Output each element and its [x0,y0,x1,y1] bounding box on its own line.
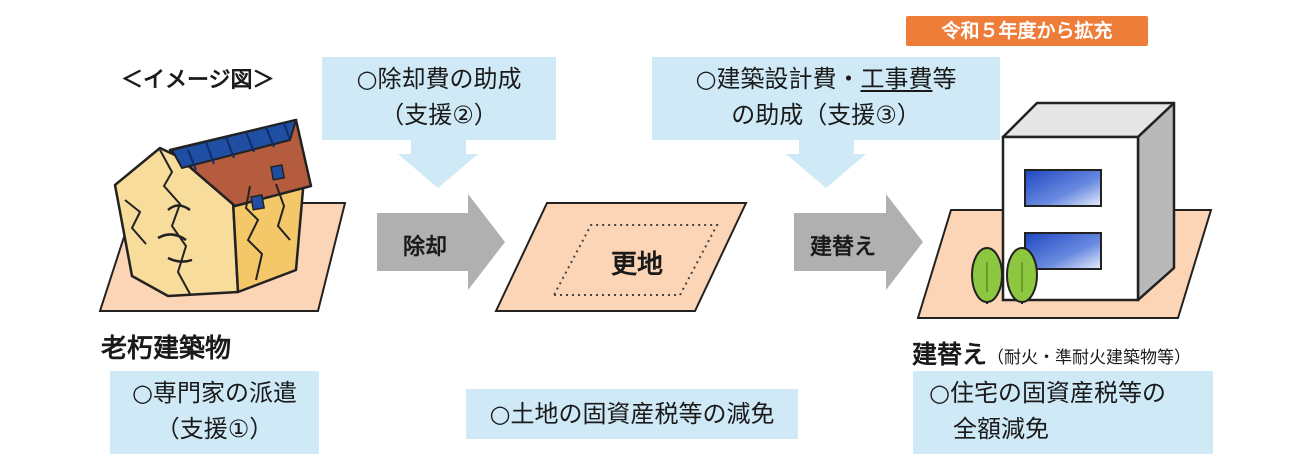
new-building-caption-main: 建替え [912,340,988,369]
new-building-caption-note: （耐火・準耐火建築物等） [987,348,1192,368]
demolition-arrow-shape [377,194,505,290]
vacant-lot-ground [494,202,748,312]
vacant-lot-label: 更地 [611,250,664,280]
expansion-badge: 令和５年度から拡充 [906,16,1148,46]
vacant-lot-boundary [552,224,719,296]
demolition-arrow-label: 除却 [403,235,448,260]
new-building-caption: 建替え（耐火・準耐火建築物等） [912,335,1191,371]
rebuild-arrow-label: 建替え [810,235,877,260]
expert-dispatch-box: ○専門家の派遣 （支援①） [110,371,319,454]
demolition-subsidy-down-arrow [398,140,478,188]
construction-cost-underlined: 工事費 [860,65,933,93]
rebuild-arrow-shape [794,194,923,290]
cracked-house-illustration [113,118,313,298]
expert-dispatch-line: （支援①） [155,415,274,443]
demolition-subsidy-line: ○除却費の助成 [356,65,522,93]
demolition-subsidy-line: （支援②） [380,101,498,129]
land-tax-reduction-box: ○土地の固資産税等の減免 [466,389,798,439]
rebuild-subsidy-line: の助成（支援③） [731,101,921,129]
rebuild-subsidy-text: ○建築設計費・ [695,65,861,93]
rebuild-subsidy-text: 等 [932,65,957,93]
housing-tax-exemption-box: ○住宅の固資産税等の 全額減免 [913,371,1213,454]
housing-tax-exemption-line: 全額減免 [953,415,1049,443]
demolition-subsidy-box: ○除却費の助成 （支援②） [322,57,556,140]
old-building-caption: 老朽建築物 [101,334,232,364]
rebuild-subsidy-down-arrow [786,140,866,188]
image-label: ＜イメージ図＞ [121,68,275,93]
tree-icon [971,247,1003,304]
rebuild-subsidy-line: ○建築設計費・工事費等 [652,61,1000,97]
tree-icon [1006,247,1038,304]
rebuild-subsidy-box: ○建築設計費・工事費等 の助成（支援③） [652,57,1000,140]
expert-dispatch-line: ○専門家の派遣 [132,379,297,407]
housing-tax-exemption-line: ○住宅の固資産税等の [929,379,1166,407]
land-tax-reduction-text: ○土地の固資産税等の減免 [489,400,775,428]
